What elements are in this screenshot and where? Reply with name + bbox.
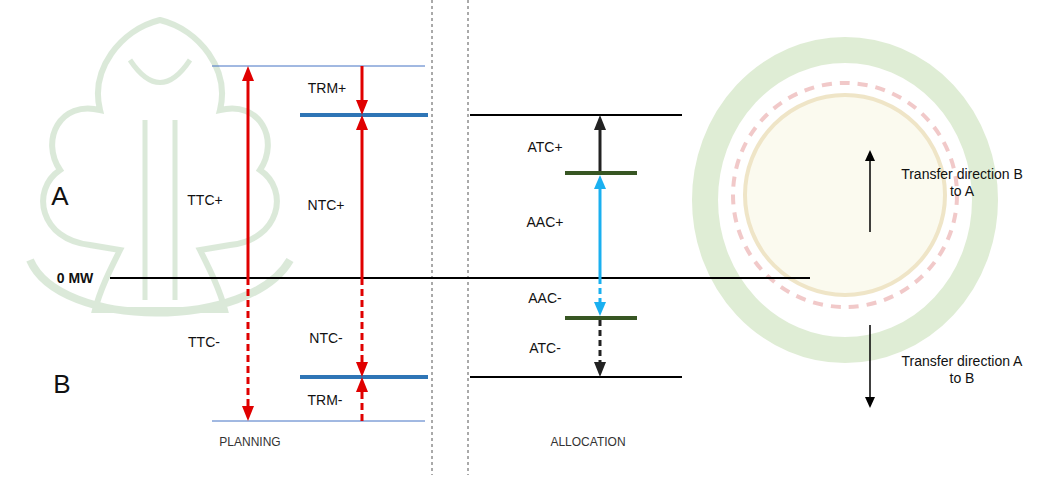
watermark-left [30,20,290,313]
quantity-label: ATC- [529,340,561,357]
section-title: PLANNING [219,435,280,449]
quantity-label: AAC+ [527,214,564,231]
axis-label: 0 MW [57,270,94,287]
watermark-right [705,50,985,350]
quantity-label: NTC- [309,330,342,347]
section-title: ALLOCATION [550,435,625,449]
quantity-label: ATC+ [527,139,562,156]
quantity-label: TTC+ [187,192,222,209]
quantity-label: TTC- [188,334,220,351]
direction-note: Transfer direction A to B [900,353,1025,387]
quantity-label: TRM- [308,392,343,409]
region-label: B [53,369,70,400]
direction-note: Transfer direction B to A [900,166,1025,200]
quantity-label: NTC+ [308,197,345,214]
quantity-label: TRM+ [308,80,347,97]
quantity-label: AAC- [528,290,561,307]
region-label: A [51,181,68,212]
